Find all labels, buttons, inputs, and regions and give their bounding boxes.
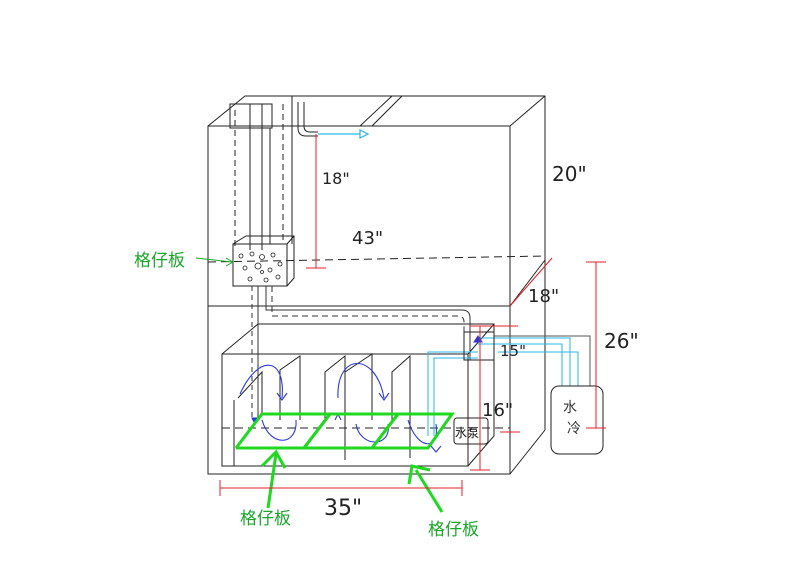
drain-pipe — [251, 286, 259, 426]
pump-box — [453, 417, 489, 445]
filter-plates — [234, 412, 455, 450]
chiller-loop-lines — [427, 337, 579, 436]
stand-height-label: 18" — [528, 286, 559, 307]
return-line — [265, 286, 471, 360]
pump-label: 水泵 — [455, 426, 479, 440]
overflow-height-label: 18" — [322, 169, 350, 188]
filter-plate-callouts — [260, 449, 444, 513]
sump-length-label: 35" — [324, 496, 362, 521]
overflow-tower — [229, 96, 318, 287]
filter-plate-label-left: 格仔板 — [240, 509, 291, 529]
chiller-label-1: 水 — [563, 400, 577, 416]
sump-tank — [221, 323, 510, 467]
display-tank-height-label: 20" — [552, 162, 587, 186]
display-tank-length-label: 43" — [352, 228, 383, 249]
return-riser-label: 15" — [500, 342, 526, 360]
return-outlet-arrow — [318, 129, 370, 139]
dimension-lines — [219, 134, 606, 496]
filter-plate-label-right: 格仔板 — [428, 520, 479, 540]
filter-plate-label-top: 格仔板 — [134, 251, 185, 271]
cabinet-stand — [207, 260, 546, 475]
overflow-callout-arrow — [195, 257, 235, 267]
sump-height-label: 16" — [482, 400, 513, 421]
chiller-label-2: 冷 — [567, 421, 581, 437]
flow-arrows — [239, 362, 442, 453]
chiller-grey-lines — [494, 335, 591, 386]
total-height-label: 26" — [604, 329, 639, 353]
chiller-unit — [550, 385, 604, 455]
